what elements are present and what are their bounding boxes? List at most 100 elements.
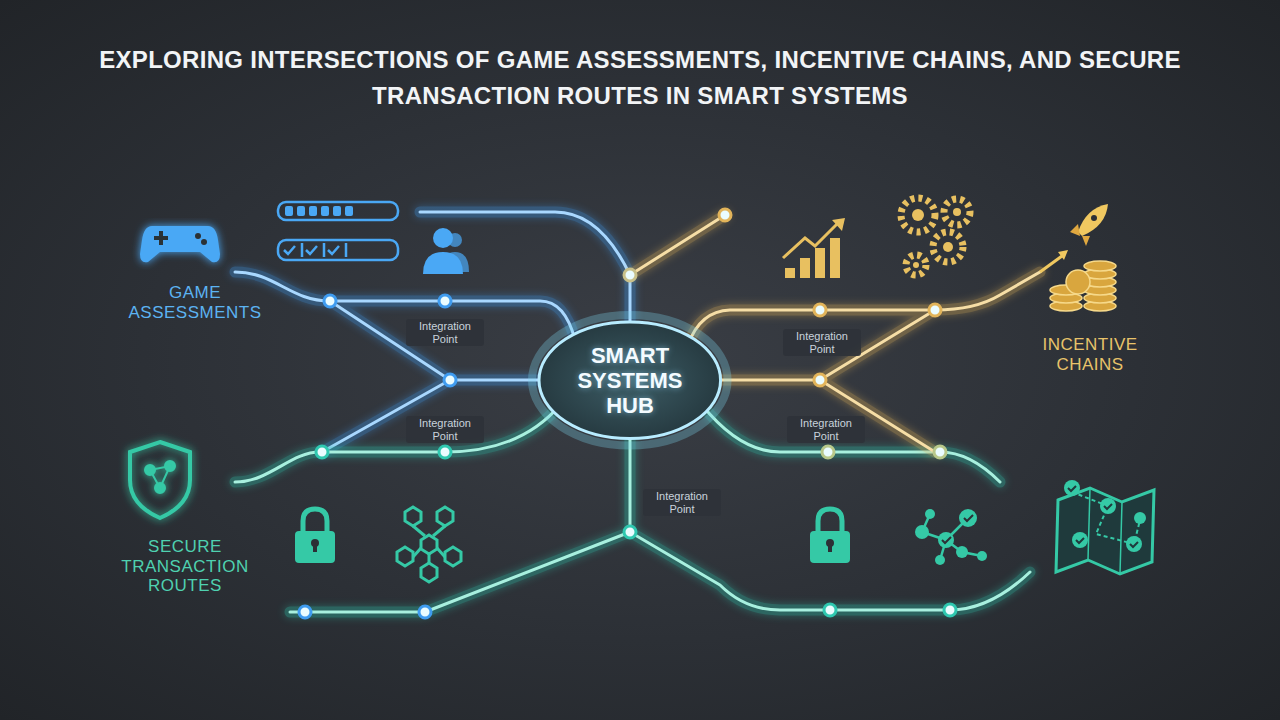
- line-glow: [630, 215, 725, 275]
- junction-dots: [814, 304, 826, 316]
- gears-hubs: [912, 208, 961, 268]
- hexagon-network-icon: [397, 547, 413, 566]
- padlock-icon: [828, 543, 832, 552]
- junction-dots: [316, 446, 328, 458]
- line-glow: [330, 301, 552, 380]
- gears-hubs: [943, 242, 953, 252]
- shield-icon: [150, 466, 170, 488]
- gears-icon: [906, 255, 926, 275]
- route-map-icon: [1056, 480, 1154, 574]
- junction-dots: [719, 209, 731, 221]
- bar-chart-icon: [815, 248, 825, 278]
- hub-glow: [532, 315, 728, 446]
- check-network-icon: [977, 551, 987, 561]
- junction-dots: [439, 446, 451, 458]
- junction-dots: [822, 446, 834, 458]
- hexagon-network-icon: [421, 535, 437, 554]
- junction-dots: [929, 304, 941, 316]
- line-core: [688, 272, 1040, 345]
- integration-label: Integration Point: [783, 329, 861, 356]
- user-icon: [423, 252, 463, 274]
- gears-icon: [944, 199, 970, 225]
- padlock-icon: [295, 509, 335, 563]
- line-glow: [235, 405, 560, 482]
- integration-label: Integration Point: [406, 416, 484, 443]
- route-map-icon: [1064, 480, 1080, 496]
- check-network-icon: [956, 546, 968, 558]
- hexagon-network-icon: [421, 563, 437, 582]
- line-glow: [630, 532, 1030, 610]
- check-network-icon: [915, 509, 987, 565]
- route-map-icon: [1056, 488, 1154, 574]
- gears-icon: [933, 232, 963, 262]
- route-map-icon: [1068, 486, 1138, 547]
- line-glow: [702, 405, 1000, 482]
- hexagon-network-icon: [413, 526, 445, 563]
- gears-hubs: [913, 262, 919, 268]
- junction-dots: [439, 295, 451, 307]
- rocket-coins-icon: [1078, 204, 1108, 236]
- check-network-icon: [938, 532, 954, 548]
- padlock-icon: [810, 531, 850, 563]
- integration-label: Integration Point: [643, 489, 721, 516]
- rocket-coins-icon: [1066, 270, 1090, 294]
- rocket-coins-icon: [1040, 256, 1062, 272]
- hexagon-network-icon: [397, 507, 461, 582]
- gamepad-icon: [140, 226, 220, 262]
- gears-icon: [901, 198, 970, 275]
- check-network-icon: [915, 525, 929, 539]
- line-core: [330, 301, 552, 380]
- category-label: INCENTIVE CHAINS: [1015, 335, 1165, 374]
- gears-icon: [901, 198, 935, 232]
- gears-hubs: [912, 209, 924, 221]
- padlock-icon: [295, 531, 335, 563]
- progress-bar-icon: [302, 243, 346, 257]
- padlock-icon: [303, 509, 327, 531]
- check-network-icon: [959, 509, 977, 527]
- line-core: [235, 405, 560, 482]
- integration-label: Integration Point: [787, 416, 865, 443]
- bar-chart-icon: [830, 238, 840, 278]
- bar-chart-icon: [785, 268, 795, 278]
- user-icon: [433, 228, 453, 248]
- integration-label: Integration Point: [406, 319, 484, 346]
- bar-chart-icon: [832, 218, 845, 231]
- line-glow: [688, 272, 1040, 345]
- junction-dots: [299, 606, 311, 618]
- gamepad-icon: [140, 226, 220, 262]
- progress-bar-icon: [333, 206, 341, 216]
- junction-dots: [624, 269, 636, 281]
- junction-dots: [814, 374, 826, 386]
- gears-hubs: [953, 208, 961, 216]
- line-core: [235, 272, 575, 340]
- diagram-title: EXPLORING INTERSECTIONS OF GAME ASSESSME…: [90, 42, 1190, 114]
- route-map-icon: [1064, 480, 1146, 552]
- progress-bar-icon: [285, 206, 293, 216]
- rocket-coins-icon: [1058, 250, 1068, 260]
- line-core: [630, 215, 725, 275]
- progress-bar-icon: [278, 202, 398, 260]
- line-core: [630, 532, 1030, 610]
- gamepad-icon: [159, 231, 163, 245]
- category-label: GAME ASSESSMENTS: [120, 283, 270, 322]
- rocket-coins-icon: [1091, 215, 1097, 221]
- bar-chart-icon: [783, 218, 845, 278]
- rocket-coins-icon: [1070, 224, 1090, 246]
- check-network-icon: [942, 515, 973, 543]
- junction-dots: [419, 606, 431, 618]
- check-network-icon: [935, 555, 945, 565]
- route-map-icon: [1072, 532, 1088, 548]
- route-map-icon: [1100, 498, 1116, 514]
- rocket-coins-icon: [1040, 204, 1116, 311]
- progress-bar-icon: [309, 206, 317, 216]
- progress-bar-icon: [278, 240, 398, 260]
- hexagon-network-icon: [445, 547, 461, 566]
- route-map-icon: [1134, 512, 1146, 524]
- line-glow: [290, 532, 630, 612]
- junction-dots: [934, 446, 946, 458]
- line-core: [290, 532, 630, 612]
- progress-bar-icon: [297, 206, 305, 216]
- shield-icon: [130, 442, 190, 518]
- route-lines: [235, 212, 1040, 612]
